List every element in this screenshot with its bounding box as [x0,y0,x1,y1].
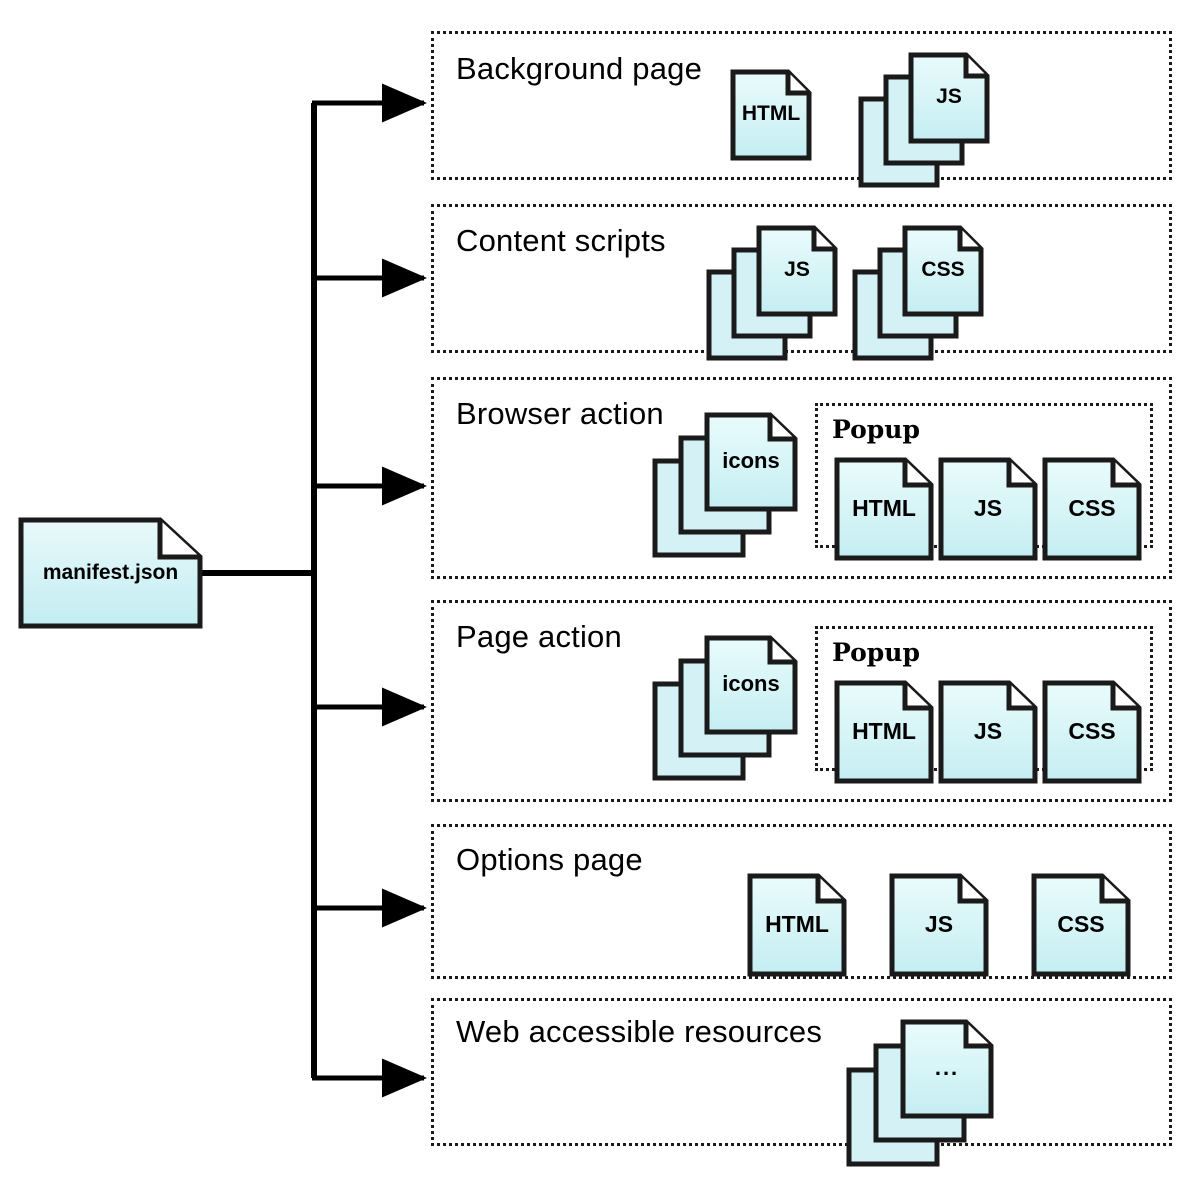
file-icon [1042,680,1142,784]
file-icon [747,873,847,977]
file-stack-icon-js[interactable]: JS [858,52,998,188]
section-browser-action[interactable]: Browser action [431,377,1172,579]
file-icon [938,680,1038,784]
file-stack-icon-icons[interactable]: icons [652,635,798,781]
file-icon-html[interactable]: HTML [747,873,847,977]
section-title-options-page: Options page [456,842,643,877]
file-stack-front: icons [704,635,798,735]
file-stack-icon-js[interactable]: JS [706,225,846,361]
popup-title: Popup [832,638,920,667]
section-page-action[interactable]: Page action [431,600,1172,802]
file-icon [834,680,934,784]
file-icon [18,517,203,629]
section-options-page[interactable]: Options page HTML [431,824,1172,979]
file-icon-html[interactable]: HTML [834,457,934,561]
file-icon [730,69,812,161]
file-stack-icon-icons[interactable]: icons [652,412,798,558]
popup-box-browser-action[interactable]: Popup HTML [815,403,1153,561]
section-title-page-action: Page action [456,619,622,654]
file-stack-front: JS [908,52,990,144]
section-web-accessible-resources[interactable]: Web accessible resources [431,998,1172,1167]
section-title-content-scripts: Content scripts [456,223,666,258]
file-icon-css[interactable]: CSS [1042,680,1142,784]
file-icon [1042,457,1142,561]
section-background-page[interactable]: Background page HTML [431,31,1172,188]
popup-box-page-action[interactable]: Popup HTML [815,626,1153,784]
section-title-web-accessible-resources: Web accessible resources [456,1014,823,1049]
file-icon [704,635,798,735]
popup-title: Popup [832,415,920,444]
file-icon [756,225,838,317]
file-icon [908,52,990,144]
file-icon [900,1019,994,1119]
section-title-background-page: Background page [456,51,703,86]
file-icon-css[interactable]: CSS [1042,457,1142,561]
file-icon [834,457,934,561]
file-icon-js[interactable]: JS [889,873,989,977]
file-stack-front: icons [704,412,798,512]
file-icon-js[interactable]: JS [938,457,1038,561]
file-icon-css[interactable]: CSS [1031,873,1131,977]
file-icon-html[interactable]: HTML [730,69,812,161]
file-icon-js[interactable]: JS [938,680,1038,784]
file-icon [704,412,798,512]
file-icon [902,225,984,317]
file-stack-front: JS [756,225,838,317]
file-stack-front: ... [900,1019,994,1119]
file-icon [1031,873,1131,977]
file-stack-icon-resources[interactable]: ... [846,1019,996,1167]
manifest-json-node[interactable]: manifest.json [18,517,203,629]
section-content-scripts[interactable]: Content scripts [431,204,1172,361]
file-stack-icon-css[interactable]: CSS [852,225,992,361]
file-icon [938,457,1038,561]
section-title-browser-action: Browser action [456,396,664,431]
file-icon [889,873,989,977]
file-icon-html[interactable]: HTML [834,680,934,784]
file-stack-front: CSS [902,225,984,317]
